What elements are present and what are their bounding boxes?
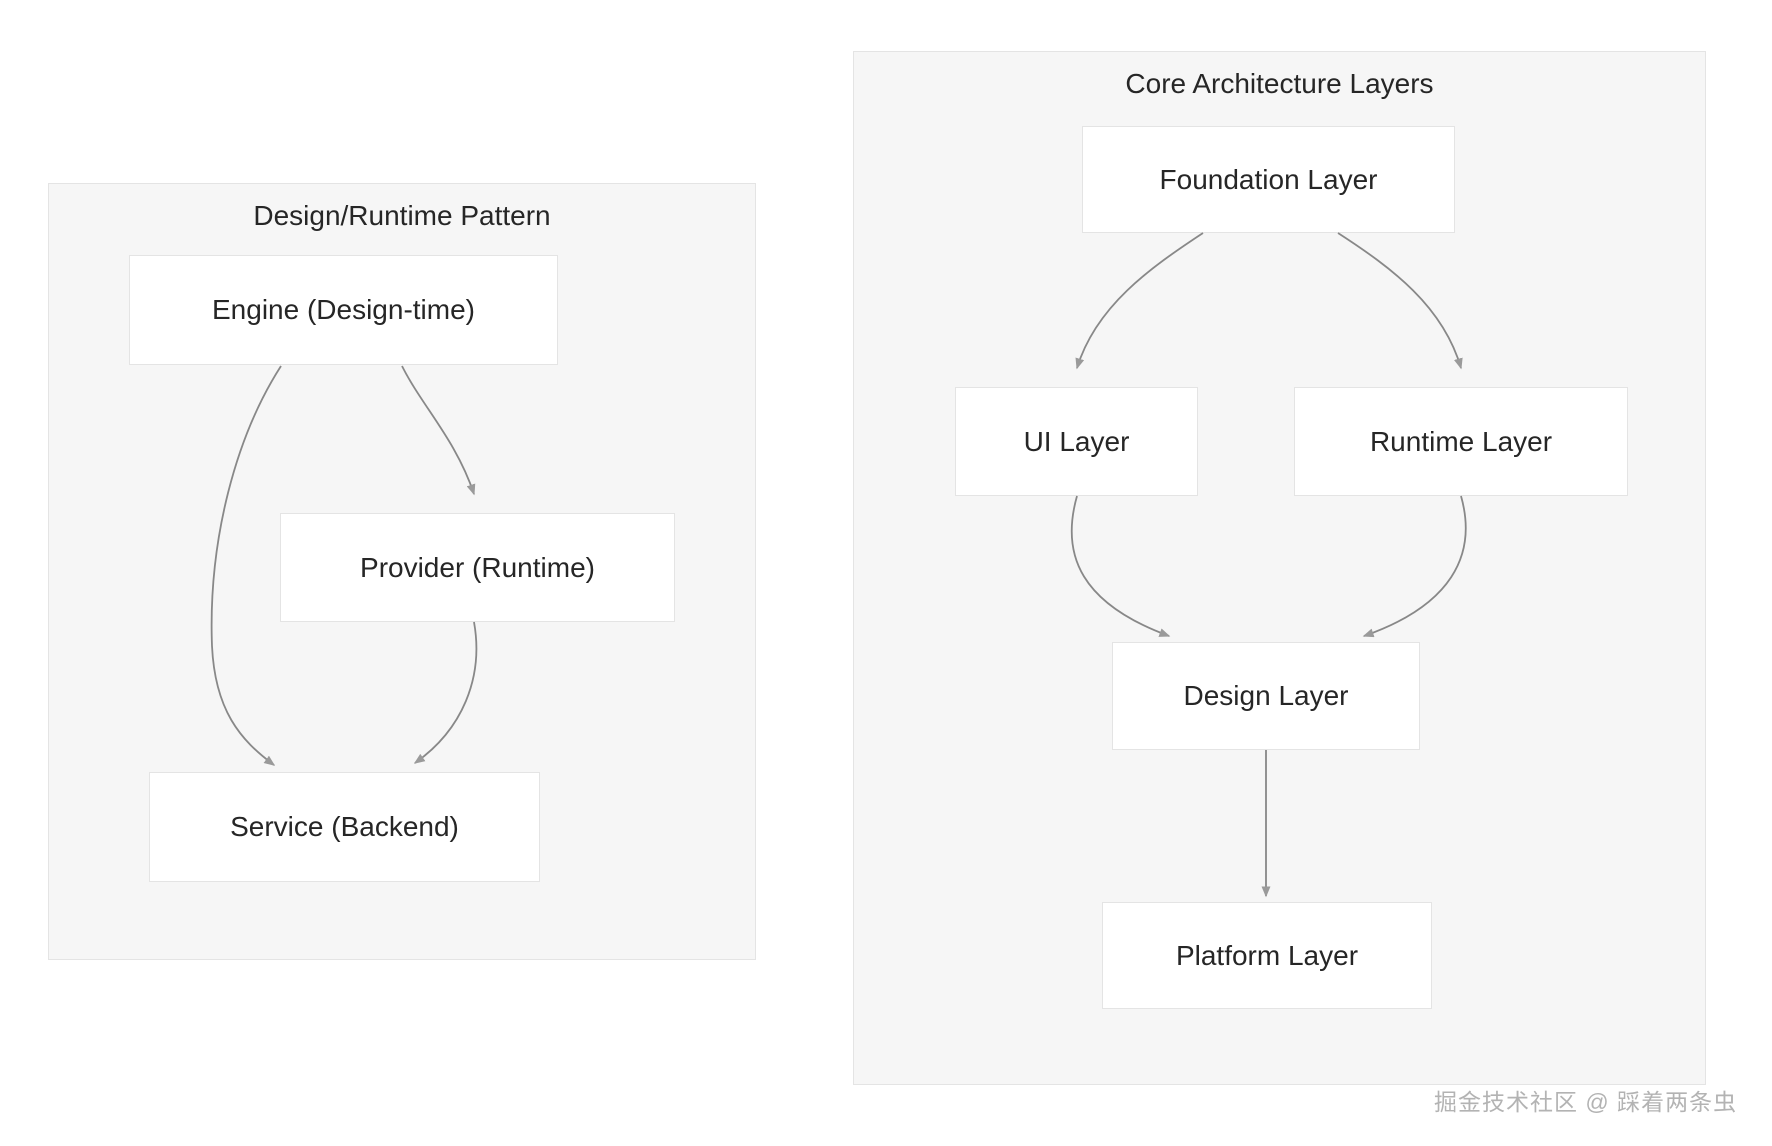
node-runtime-layer[interactable]: Runtime Layer [1294, 387, 1628, 496]
node-design-layer[interactable]: Design Layer [1112, 642, 1420, 750]
node-platform-layer[interactable]: Platform Layer [1102, 902, 1432, 1009]
subgraph-title-core-architecture-layers: Core Architecture Layers [1125, 68, 1434, 99]
node-engine[interactable]: Engine (Design-time) [129, 255, 558, 365]
node-provider[interactable]: Provider (Runtime) [280, 513, 675, 622]
subgraph-title-design-runtime-pattern: Design/Runtime Pattern [253, 200, 551, 231]
node-service[interactable]: Service (Backend) [149, 772, 540, 882]
node-ui-layer[interactable]: UI Layer [955, 387, 1198, 496]
node-foundation-layer[interactable]: Foundation Layer [1082, 126, 1455, 233]
watermark-text: 掘金技术社区 @ 踩着两条虫 [1434, 1089, 1738, 1115]
